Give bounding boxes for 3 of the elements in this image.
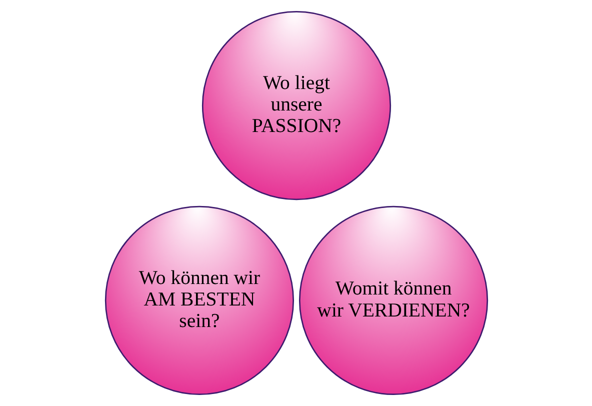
node-circle: Wo liegt unsere PASSION? bbox=[201, 10, 391, 200]
node-circle: Wo können wir AM BESTEN sein? bbox=[104, 206, 294, 396]
node-circle: Womit können wir VERDIENEN? bbox=[298, 206, 488, 396]
